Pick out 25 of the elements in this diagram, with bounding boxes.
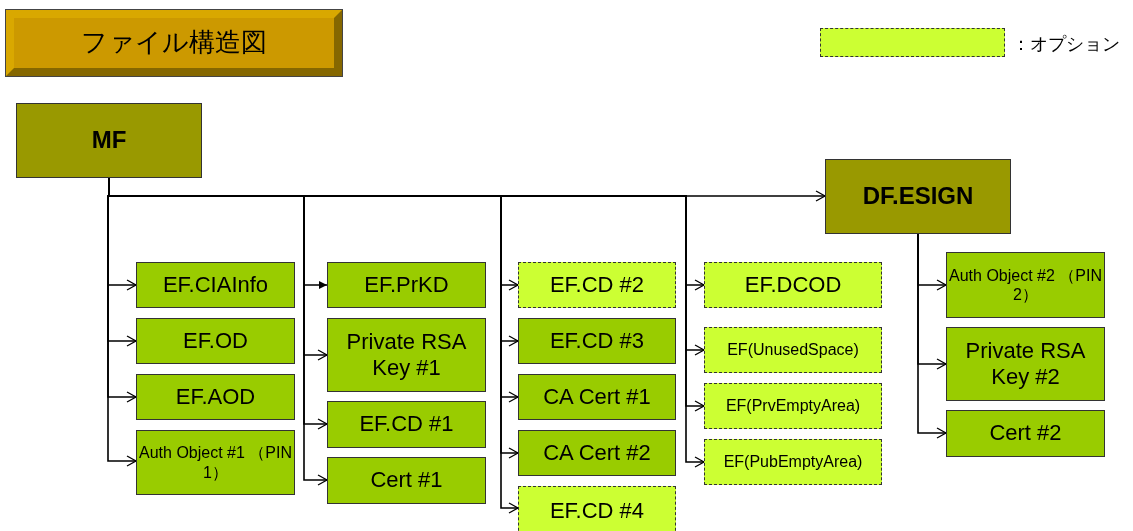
optional-file-box: EF.CD #4	[518, 486, 676, 531]
file-box: Auth Object #2 （PIN 2）	[946, 252, 1105, 318]
directory-box: MF	[16, 103, 202, 178]
optional-file-box: EF(UnusedSpace)	[704, 327, 882, 373]
file-box: EF.CIAInfo	[136, 262, 295, 308]
directory-box: DF.ESIGN	[825, 159, 1011, 234]
file-box: Private RSA Key #2	[946, 327, 1105, 401]
optional-file-box: EF(PrvEmptyArea)	[704, 383, 882, 429]
file-box: Cert #1	[327, 457, 486, 504]
optional-file-box: EF(PubEmptyArea)	[704, 439, 882, 485]
title-banner: ファイル構造図	[6, 10, 342, 76]
file-box: CA Cert #2	[518, 430, 676, 476]
connector-arrow	[917, 233, 947, 439]
file-box: EF.PrKD	[327, 262, 486, 308]
file-box: Private RSA Key #1	[327, 318, 486, 392]
file-box: EF.AOD	[136, 374, 295, 420]
file-box: EF.CD #3	[518, 318, 676, 364]
file-box: Auth Object #1 （PIN 1）	[136, 430, 295, 495]
file-box: EF.OD	[136, 318, 295, 364]
legend-label: ：オプション	[1012, 33, 1120, 56]
optional-file-box: EF.DCOD	[704, 262, 882, 308]
file-box: CA Cert #1	[518, 374, 676, 420]
optional-file-box: EF.CD #2	[518, 262, 676, 308]
file-box: EF.CD #1	[327, 401, 486, 448]
file-box: Cert #2	[946, 410, 1105, 457]
